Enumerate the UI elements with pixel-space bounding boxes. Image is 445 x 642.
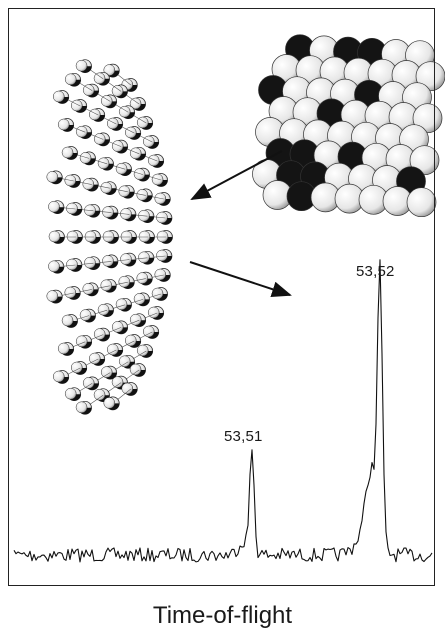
peak-label-53-52: 53,52	[356, 263, 395, 280]
peak-label-53-51: 53,51	[224, 428, 263, 445]
x-axis-label: Time-of-flight	[0, 602, 445, 630]
plot-frame	[8, 8, 435, 586]
